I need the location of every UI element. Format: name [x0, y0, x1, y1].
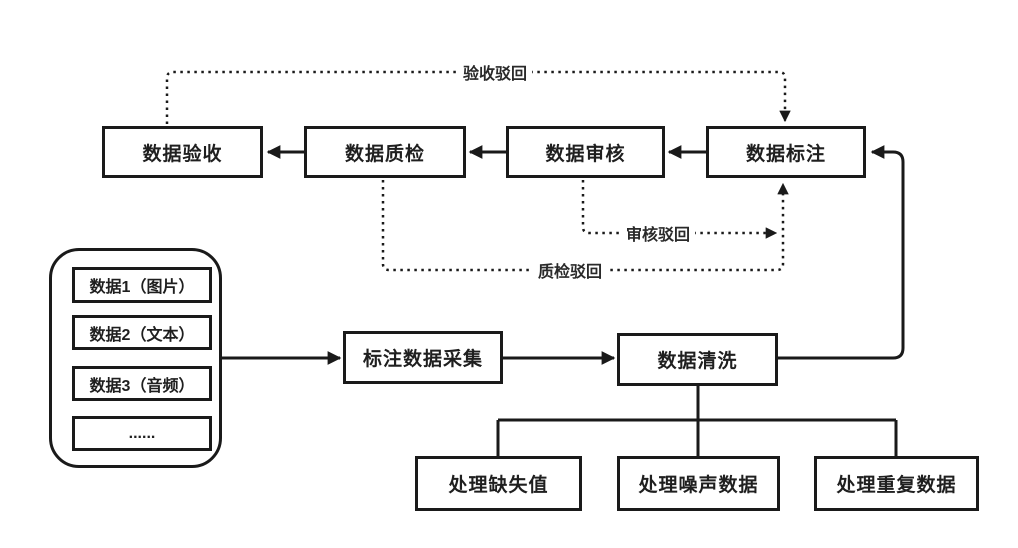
dashed-quality-reject: [381, 180, 789, 272]
source-item-ellipsis: ......: [72, 416, 212, 451]
arrow-cleaning-to-annotation: [778, 145, 905, 360]
connector-cleaning-branch: [496, 386, 898, 456]
node-data-review: 数据审核: [506, 126, 665, 178]
source-item-image: 数据1（图片）: [72, 267, 212, 303]
source-item-text: 数据2（文本）: [72, 315, 212, 350]
source-item-audio: 数据3（音频）: [72, 366, 212, 401]
node-data-cleaning: 数据清洗: [617, 333, 778, 386]
node-data-quality-check: 数据质检: [304, 126, 466, 178]
node-data-annotation: 数据标注: [706, 126, 866, 178]
node-handle-noisy-data: 处理噪声数据: [617, 456, 780, 511]
label-acceptance-reject: 验收驳回: [457, 60, 533, 84]
node-handle-missing-values: 处理缺失值: [415, 456, 582, 511]
label-review-reject: 审核驳回: [620, 221, 696, 245]
node-annotation-data-collection: 标注数据采集: [343, 331, 503, 384]
node-data-acceptance: 数据验收: [102, 126, 263, 178]
label-quality-reject: 质检驳回: [532, 258, 608, 282]
dashed-review-reject: [581, 180, 778, 239]
node-handle-duplicate-data: 处理重复数据: [814, 456, 979, 511]
